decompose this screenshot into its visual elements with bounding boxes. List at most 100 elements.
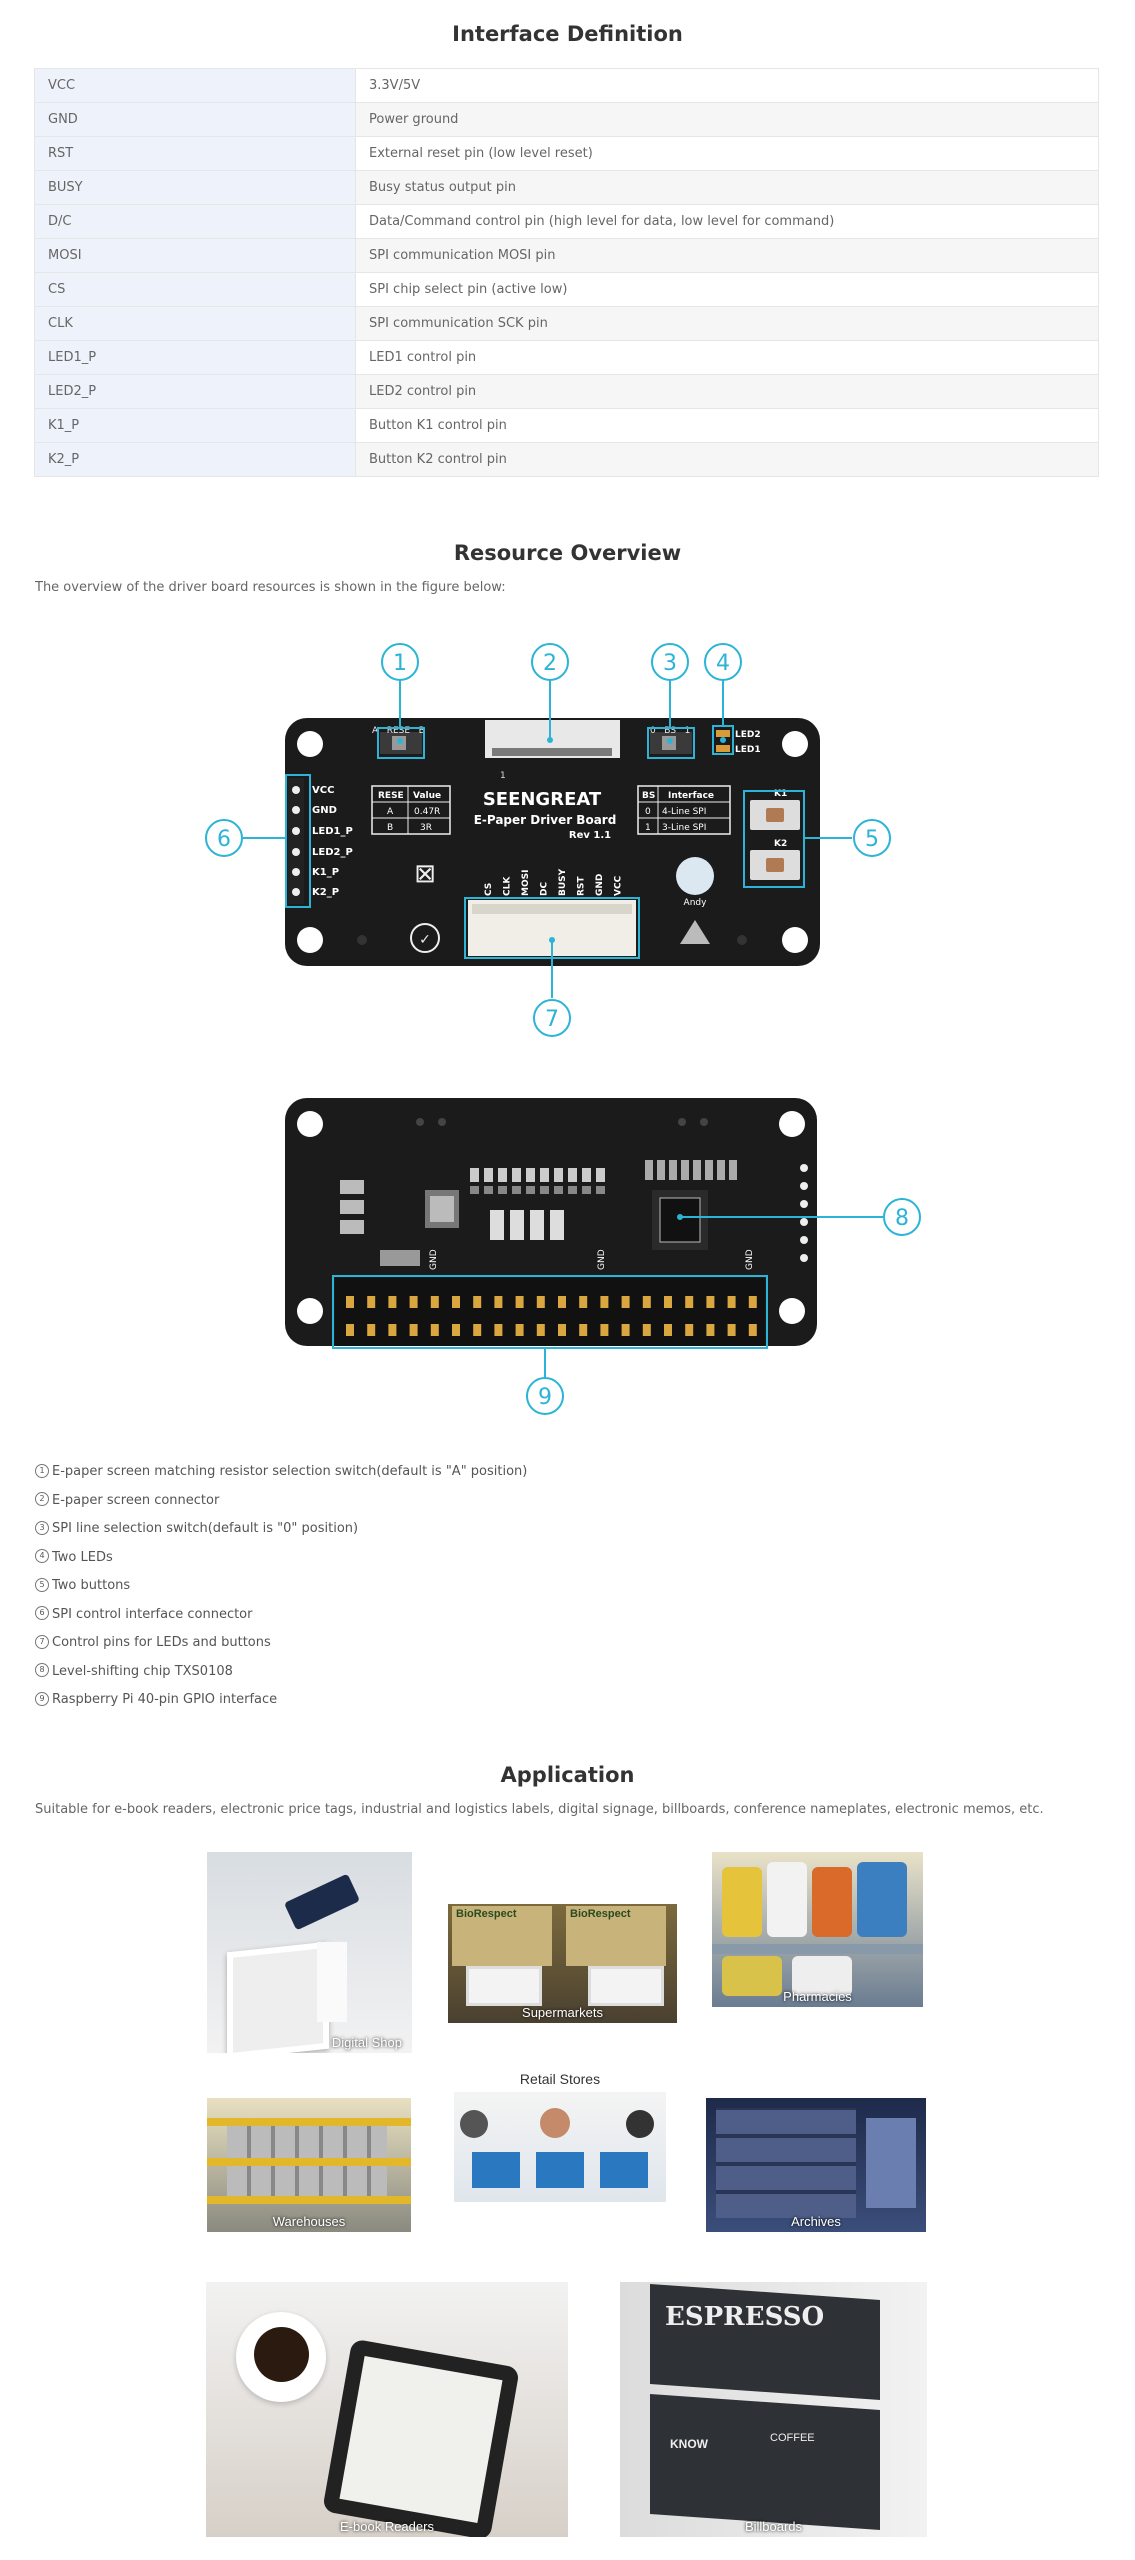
logo-icon — [676, 857, 714, 895]
left-pin-label: K2_P — [312, 887, 339, 898]
bs-table-cell: Interface — [668, 791, 714, 801]
connector-pin1-label: 1 — [500, 771, 506, 781]
left-pin-label: VCC — [312, 785, 334, 796]
photo-supermarkets: BioRespect BioRespect Supermarkets — [448, 1904, 677, 2023]
callout-number: 1 — [393, 651, 407, 676]
callout-number: 9 — [538, 1385, 552, 1410]
callout-number-circle — [704, 643, 742, 681]
photo-retail-stores — [454, 2092, 666, 2202]
front-callout-dots — [397, 737, 726, 943]
pin-name: LED2_P — [34, 374, 356, 409]
supermarket-tag-label: BioRespect — [456, 1908, 517, 1920]
callout-number: 7 — [545, 1007, 559, 1032]
spi-pin-label: BUSY — [558, 868, 568, 896]
item-number: 7 — [35, 1634, 49, 1649]
pin-description: LED2 control pin — [355, 374, 1099, 409]
back-gnd-label: GND — [745, 1249, 755, 1270]
callout-number-circle — [853, 819, 891, 857]
item-number: 8 — [35, 1663, 49, 1677]
pin-description: LED1 control pin — [355, 340, 1099, 375]
pin-description: Button K2 control pin — [355, 442, 1099, 477]
spi-pin-label: MOSI — [521, 870, 531, 896]
caption-supermarkets: Supermarkets — [522, 2005, 603, 2020]
photo-ebook-readers: E-book Readers — [206, 2282, 568, 2537]
front-callout-lines — [243, 680, 852, 998]
pin-description: Busy status output pin — [355, 170, 1099, 205]
rohs-icon — [410, 923, 440, 953]
caption-ebook-readers: E-book Readers — [340, 2519, 434, 2534]
interface-title: Interface Definition — [452, 22, 683, 46]
callout-number: 8 — [895, 1206, 909, 1231]
caption-archives: Archives — [791, 2214, 841, 2229]
k2-label: K2 — [774, 839, 787, 849]
pin-name: CLK — [34, 306, 356, 341]
spi-pin-label: DC — [540, 882, 550, 896]
callout-number: 2 — [543, 651, 557, 676]
item-number: 9 — [35, 1691, 49, 1706]
rese-switch-label: A RESE B — [372, 726, 425, 736]
callout-number: 3 — [663, 651, 677, 676]
item-number: 4 — [35, 1549, 49, 1563]
rese-table-cell: A — [387, 807, 394, 817]
rese-table-cell: 3R — [420, 823, 432, 833]
item-number: 6 — [35, 1606, 49, 1620]
bs-table-cell: 3-Line SPI — [662, 823, 706, 833]
callout-number-circle — [526, 1377, 564, 1415]
callout-number-circle — [205, 819, 243, 857]
pin-description: SPI communication SCK pin — [355, 306, 1099, 341]
billboard-word: COFFEE — [770, 2432, 815, 2444]
item-number: 1 — [35, 1463, 49, 1478]
back-gnd-label: GND — [597, 1249, 607, 1270]
item-number: 3 — [35, 1520, 49, 1535]
callout-number: 5 — [865, 827, 879, 852]
rese-table-cell: RESE — [378, 791, 404, 801]
item-text: Two buttons — [52, 1578, 131, 1593]
item-text: E-paper screen matching resistor selecti… — [52, 1464, 528, 1479]
callout-number-circle — [651, 643, 689, 681]
billboard-word: KNOW — [670, 2437, 708, 2451]
spi-pin-label: CLK — [503, 876, 513, 896]
back-callout-lines — [332, 1216, 883, 1378]
photo-pharmacies: Pharmacies — [712, 1852, 923, 2007]
pin-name: VCC — [34, 68, 356, 103]
resources-title: Resource Overview — [453, 541, 682, 565]
application-intro: Suitable for e-book readers, electronic … — [35, 1802, 1044, 1817]
bs-table-cell: 1 — [645, 823, 651, 833]
photo-warehouses: Warehouses — [207, 2098, 411, 2232]
led2-label: LED2 — [735, 730, 761, 740]
board-back: GND GND GND 89 — [285, 1098, 921, 1415]
item-text: SPI control interface connector — [52, 1606, 253, 1622]
application-title: Application — [500, 1763, 635, 1787]
item-text: E-paper screen connector — [52, 1492, 220, 1508]
spi-pin-label: VCC — [614, 875, 624, 896]
resources-intro: The overview of the driver board resourc… — [35, 580, 506, 595]
pin-description: Data/Command control pin (high level for… — [355, 204, 1099, 239]
spi-pin-label: GND — [595, 874, 605, 896]
spi-pin-label: CS — [484, 883, 494, 896]
callout-number-circle — [381, 643, 419, 681]
bs-table-cell: BS — [642, 791, 655, 801]
left-pin-label: LED1_P — [312, 826, 353, 837]
item-number: 2 — [35, 1492, 49, 1506]
item-number: 5 — [35, 1577, 49, 1592]
left-header — [288, 778, 304, 904]
pin-name: BUSY — [34, 170, 356, 205]
pin-name: LED1_P — [34, 340, 356, 375]
board-signature: Andy — [684, 898, 708, 908]
callout-number: 6 — [217, 827, 231, 852]
rese-table: RESE Value A 0.47R B 3R — [371, 785, 451, 835]
left-pin-label: GND — [312, 805, 337, 816]
